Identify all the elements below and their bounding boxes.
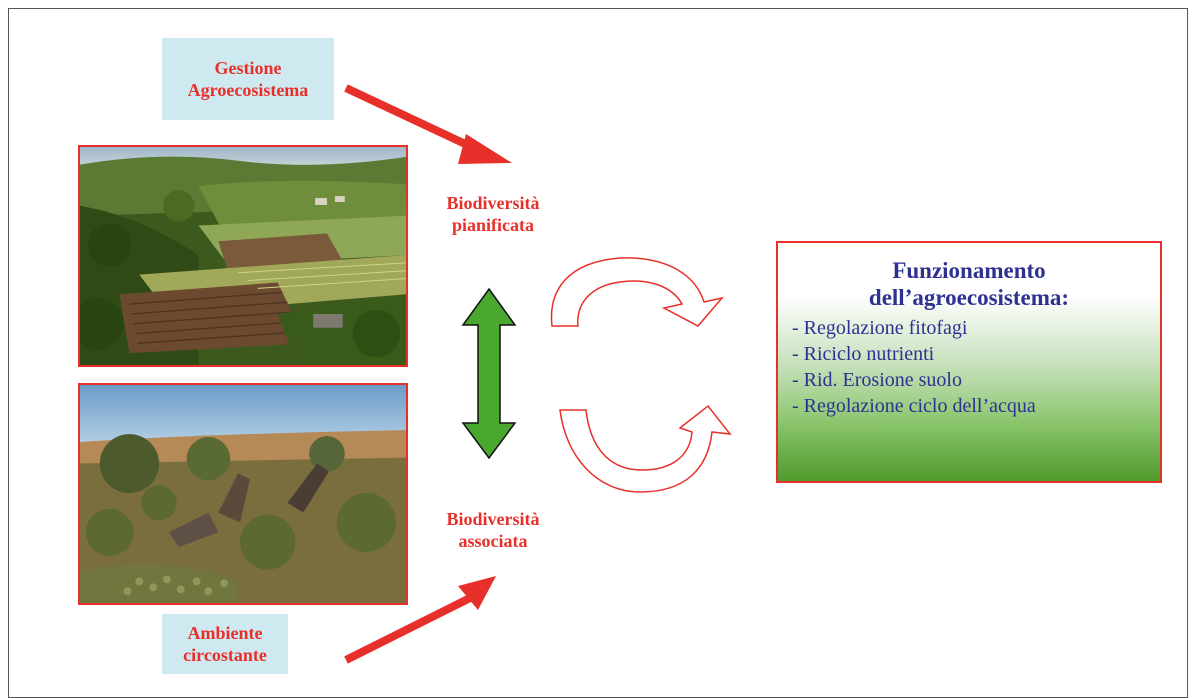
surroundings-label-box: Ambiente circostante — [162, 614, 288, 674]
functioning-title-line1: Funzionamento — [892, 258, 1046, 283]
functioning-title: Funzionamento dell’agroecosistema: — [778, 257, 1160, 311]
management-label-box: Gestione Agroecosistema — [162, 38, 334, 120]
functioning-item: - Regolazione ciclo dell’acqua — [792, 395, 1036, 417]
associated-biodiversity-line2: associata — [458, 531, 528, 551]
planned-biodiversity-line2: pianificata — [451, 215, 534, 235]
functioning-list: - Regolazione fitofagi - Riciclo nutrien… — [792, 315, 1160, 419]
functioning-item: - Rid. Erosione suolo — [792, 369, 962, 391]
associated-biodiversity-label: Biodiversità associata — [418, 508, 568, 552]
agricultural-landscape-photo — [78, 145, 408, 367]
agroecosystem-functioning-box: Funzionamento dell’agroecosistema: - Reg… — [776, 241, 1162, 483]
planned-biodiversity-line1: Biodiversità — [446, 193, 540, 213]
surroundings-label-line2: circostante — [183, 645, 267, 665]
management-label-line1: Gestione — [214, 58, 282, 78]
functioning-title-line2: dell’agroecosistema: — [868, 285, 1070, 310]
mediterranean-scrub-photo — [78, 383, 408, 605]
surroundings-label-line1: Ambiente — [187, 623, 263, 643]
associated-biodiversity-line1: Biodiversità — [446, 509, 540, 529]
planned-biodiversity-label: Biodiversità pianificata — [418, 192, 568, 236]
functioning-item: - Riciclo nutrienti — [792, 343, 935, 365]
management-label-line2: Agroecosistema — [187, 80, 309, 100]
functioning-item: - Regolazione fitofagi — [792, 317, 968, 339]
